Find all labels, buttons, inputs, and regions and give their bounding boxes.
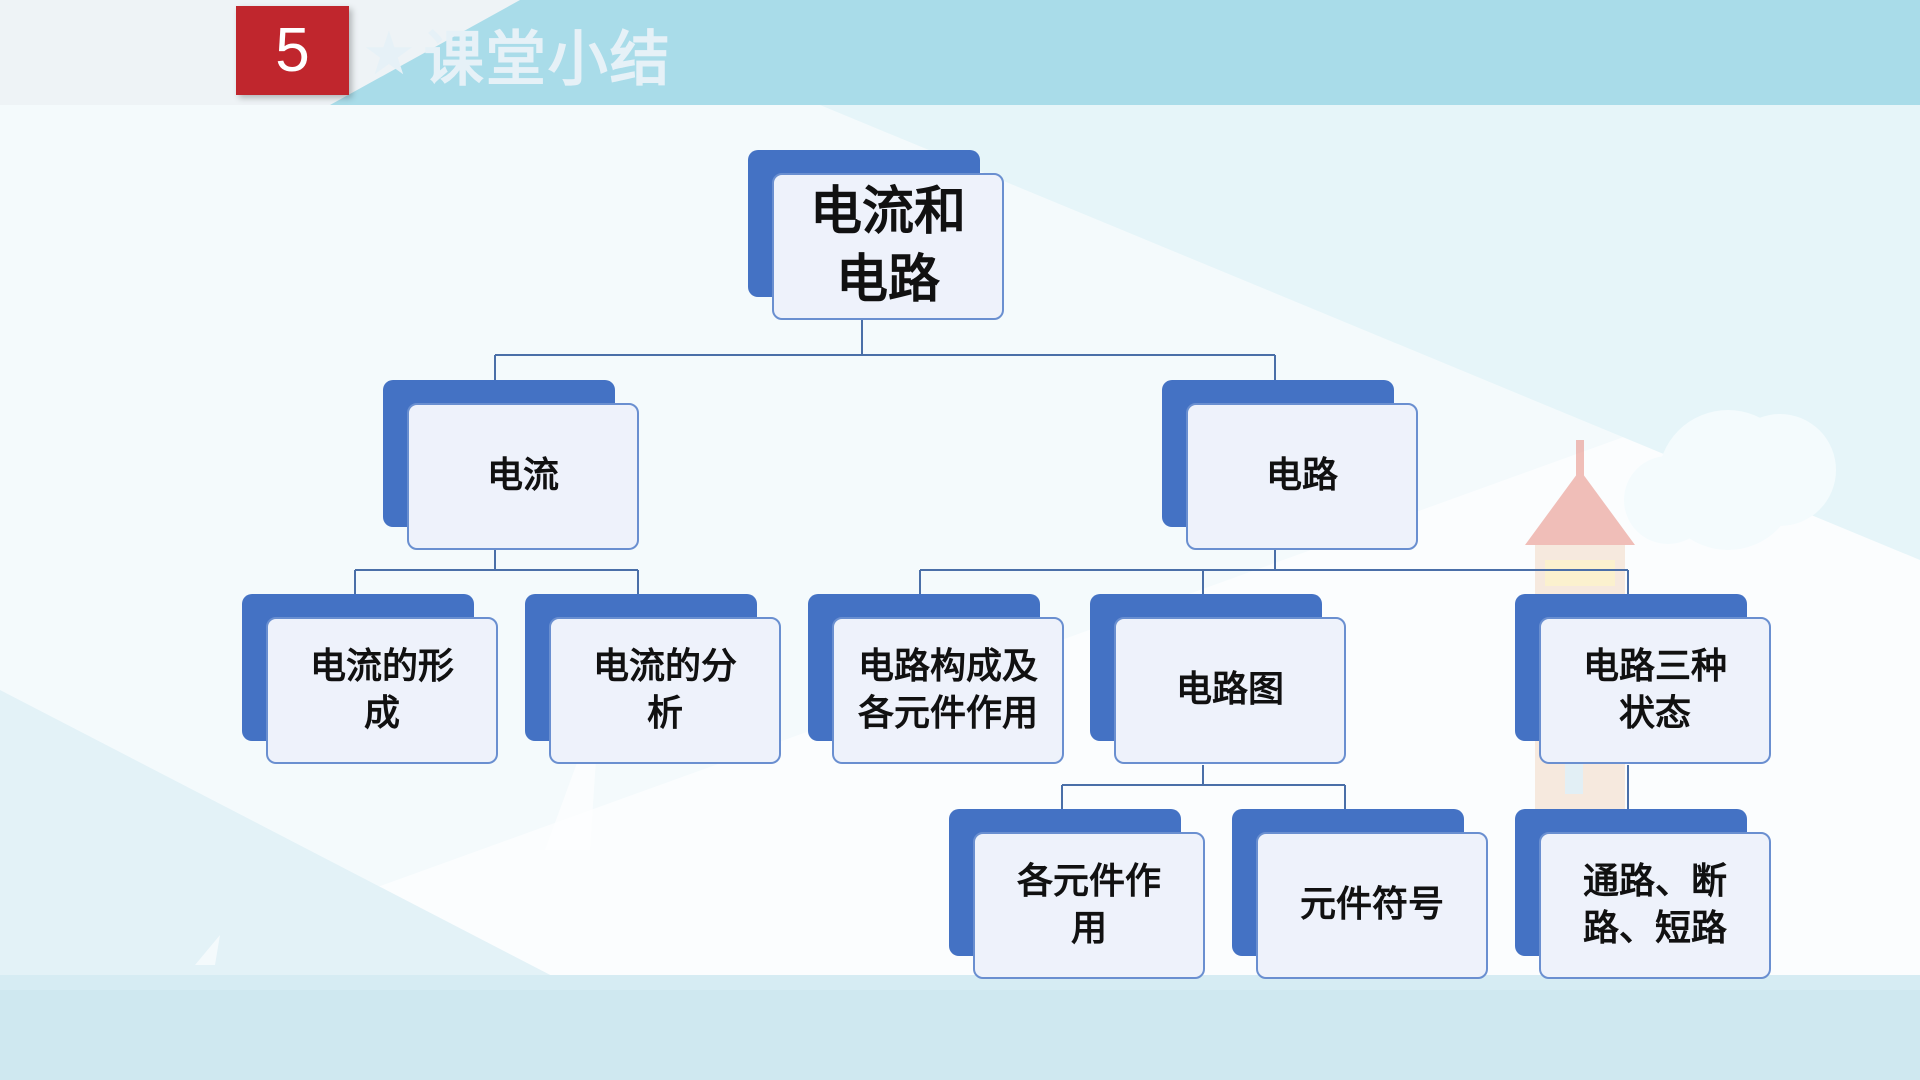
node-current-analysis: 电流的分 析 — [525, 594, 781, 764]
node-circuit-label: 电路 — [1265, 455, 1338, 497]
node-current-formation-label: 电流的形 成 — [309, 645, 454, 734]
section-title-text: 课堂小结 — [423, 24, 672, 95]
node-current: 电流 — [383, 380, 639, 550]
node-circuit: 电路 — [1162, 380, 1418, 550]
node-current-analysis-label: 电流的分 析 — [592, 645, 737, 734]
node-circuit-composition-label: 电路构成及 各元件作用 — [857, 645, 1038, 734]
node-root-label: 电流和 电路 — [809, 181, 966, 310]
node-circuit-states: 电路三种 状态 — [1515, 594, 1771, 764]
node-circuit-diagram: 电路图 — [1090, 594, 1346, 764]
node-circuit-state-types: 通路、断 路、短路 — [1515, 809, 1771, 979]
node-component-symbols: 元件符号 — [1232, 809, 1488, 979]
connector-current — [354, 550, 639, 594]
star-icon: ★ — [362, 19, 418, 89]
node-circuit-states-label: 电路三种 状态 — [1582, 645, 1727, 734]
node-root: 电流和 电路 — [748, 150, 1004, 320]
node-component-functions: 各元件作 用 — [949, 809, 1205, 979]
section-title: ★ 课堂小结 — [362, 14, 672, 95]
connector-root — [494, 320, 1276, 380]
connector-circuit — [919, 550, 1629, 594]
node-circuit-state-types-label: 通路、断 路、短路 — [1582, 860, 1727, 949]
node-component-functions-label: 各元件作 用 — [1016, 860, 1161, 949]
connector-circuit-diagram — [1061, 765, 1346, 809]
node-current-formation: 电流的形 成 — [242, 594, 498, 764]
section-number-badge: 5 — [236, 6, 349, 95]
node-circuit-composition: 电路构成及 各元件作用 — [808, 594, 1064, 764]
node-component-symbols-label: 元件符号 — [1299, 884, 1444, 926]
node-circuit-diagram-label: 电路图 — [1175, 669, 1284, 711]
node-current-label: 电流 — [486, 455, 559, 497]
